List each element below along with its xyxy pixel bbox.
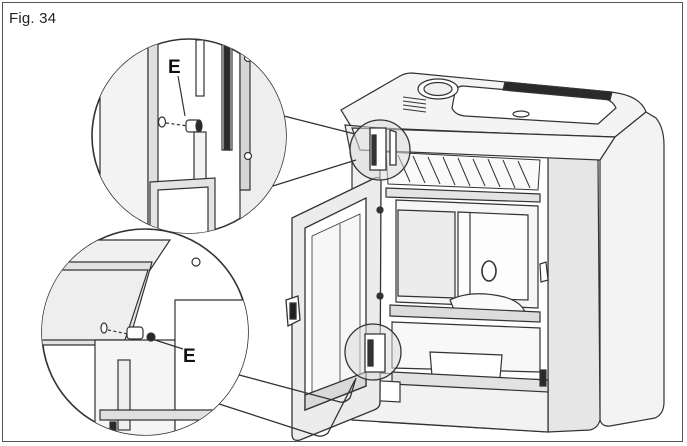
detail-bottom: E — [41, 228, 249, 436]
leader-lines — [212, 111, 357, 437]
top-vent — [402, 96, 427, 113]
stove-body — [340, 72, 665, 433]
hinge-zoom-top — [349, 119, 411, 181]
stove-side-panel — [599, 111, 665, 427]
front-right-column — [538, 139, 601, 433]
top-grill — [502, 81, 613, 101]
figure-label: Fig. 34 — [9, 10, 57, 27]
callout-label-bottom: E — [183, 346, 196, 367]
burner-pot — [449, 293, 526, 313]
hinge-zoom-bottom — [344, 323, 402, 381]
detail-top: E — [91, 38, 287, 234]
firebox-round-port — [481, 260, 497, 282]
callout-label-top: E — [168, 57, 181, 78]
